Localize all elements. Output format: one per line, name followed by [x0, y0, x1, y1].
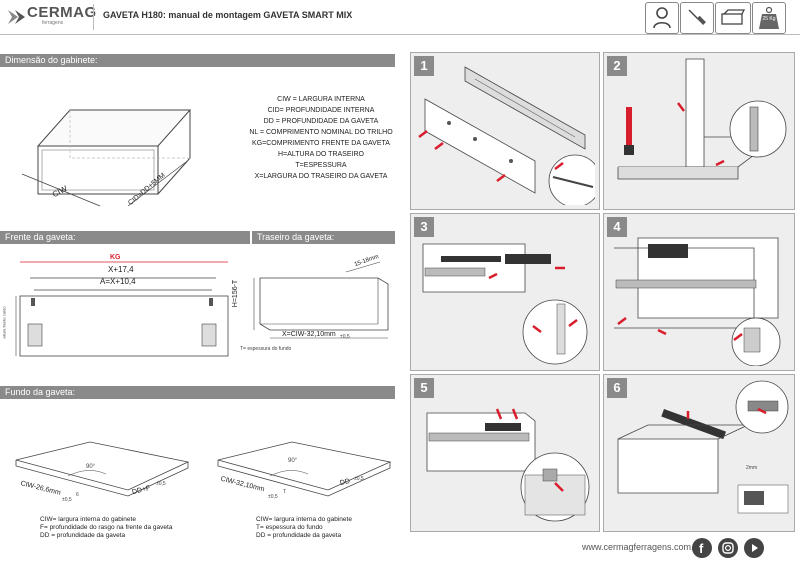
step-2-illustration — [617, 58, 787, 180]
footer-url[interactable]: www.cermagferragens.com.br — [582, 542, 702, 552]
section-bottom-bar: Fundo da gaveta: — [0, 386, 395, 399]
legend-line-8: X=LARGURA DO TRASEIRO DA GAVETA — [254, 173, 388, 180]
section-cabinet-title: Dimensão do gabinete: — [5, 55, 98, 65]
step-3-illustration — [422, 243, 588, 365]
drawer-icon-box — [715, 2, 751, 34]
step-4-number: 4 — [607, 217, 627, 237]
bottom-left-legend-3: DD = profundidade da gaveta — [40, 532, 126, 539]
weight-icon — [759, 6, 779, 29]
legend-line-2: CID= PROFUNDIDADE INTERNA — [267, 107, 375, 114]
document-title: GAVETA H180: manual de montagem GAVETA S… — [103, 10, 353, 20]
bottom-right-diagram — [217, 441, 392, 497]
front-a-label: A=X+10,4 — [100, 277, 136, 286]
step-1-illustration — [418, 66, 595, 205]
section-front-title: Frente da gaveta: — [5, 232, 76, 242]
step-6-illustration — [617, 380, 789, 514]
bottom-left-angle: 90° — [86, 464, 96, 470]
step-5-panel: 5 — [410, 374, 600, 532]
back-width-tol: ±0,5 — [340, 334, 350, 340]
front-kg-label: KG — [110, 254, 121, 261]
step-2-panel: 2 — [603, 52, 795, 210]
bottom-right-legend-1: CIW= largura interna do gabinete — [256, 516, 352, 523]
section-back-bar: Traseiro da gaveta: — [252, 231, 395, 244]
step-5-illustration — [426, 408, 590, 522]
step-1-panel: 1 — [410, 52, 600, 210]
step-6-panel: 6 2mm — [603, 374, 795, 532]
step-3-panel: 3 — [410, 213, 600, 371]
brand-subtitle: ferragens — [42, 20, 64, 26]
screwdriver-icon — [688, 9, 706, 25]
person-icon-box — [645, 2, 679, 34]
youtube-icon[interactable] — [744, 538, 764, 558]
bottom-left-depth-tol: ±0,5 — [156, 481, 166, 487]
bottom-left-diagram — [15, 441, 190, 497]
bottom-right-depth-tol: ±0,5 — [354, 476, 364, 482]
step-1-number: 1 — [414, 56, 434, 76]
bottom-right-t: T — [283, 489, 287, 495]
instagram-icon[interactable] — [718, 538, 738, 558]
front-x-plus-label: X+17,4 — [108, 265, 134, 274]
legend-line-3: DD = PROFUNDIDADE DA GAVETA — [263, 118, 379, 125]
cabinet-legend: CIW = LARGURA INTERNA CID= PROFUNDIDADE … — [226, 94, 416, 182]
drawer-icon — [721, 9, 746, 25]
step-2-number: 2 — [607, 56, 627, 76]
step-3-number: 3 — [414, 217, 434, 237]
bottom-right-angle: 90° — [288, 458, 298, 464]
section-front-bar: Frente da gaveta: — [0, 231, 250, 244]
bottom-left-width-tol: ±0,5 — [62, 497, 72, 503]
bottom-left-f: 6 — [76, 492, 79, 498]
brand-name: CERMAG — [27, 4, 97, 21]
bottom-left-legend-1: CIW= largura interna do gabinete — [40, 516, 136, 523]
header-divider — [93, 4, 94, 30]
step-6-number: 6 — [607, 378, 627, 398]
legend-line-4: NL = COMPRIMENTO NOMINAL DO TRILHO — [249, 129, 393, 136]
facebook-icon[interactable]: f — [692, 538, 712, 558]
step-4-panel: 4 — [603, 213, 795, 371]
person-icon — [653, 7, 671, 29]
front-side-note: altura frente canto — [1, 306, 7, 339]
back-note: T= espessura do fundo — [240, 346, 292, 352]
cabinet-diagram — [21, 109, 192, 207]
bottom-left-legend: CIW= largura interna do gabinete F= prof… — [40, 516, 172, 540]
section-bottom-title: Fundo da gaveta: — [5, 387, 76, 397]
drawer-back-diagram — [253, 261, 389, 339]
bottom-right-legend-3: DD = profundidade da gaveta — [256, 532, 342, 539]
header — [0, 0, 800, 35]
bottom-right-legend: CIW= largura interna do gabinete T= espe… — [256, 516, 352, 540]
section-cabinet-bar: Dimensão do gabinete: — [0, 54, 395, 67]
back-height-label: H=156-T — [232, 279, 240, 308]
step-5-number: 5 — [414, 378, 434, 398]
legend-line-5: KG=COMPRIMENTO FRENTE DA GAVETA — [252, 140, 390, 147]
back-width-label: X=CIW-32,10mm — [282, 331, 336, 338]
svg-text:f: f — [699, 541, 704, 556]
legend-line-7: T=ESPESSURA — [295, 162, 347, 169]
bottom-right-legend-2: T= espessura do fundo — [256, 524, 323, 531]
step-4-illustration — [614, 237, 781, 366]
step-6-note: 2mm — [746, 465, 758, 471]
section-back-title: Traseiro da gaveta: — [257, 232, 335, 242]
legend-line-1: CIW = LARGURA INTERNA — [277, 96, 365, 103]
weight-label: 25 Kg — [762, 16, 776, 22]
screwdriver-icon-box — [680, 2, 714, 34]
weight-icon-box: 25 Kg — [752, 2, 786, 34]
bottom-left-legend-2: F= profundidade do rasgo na frente da ga… — [40, 524, 173, 531]
legend-line-6: H=ALTURA DO TRASEIRO — [278, 151, 364, 158]
drawer-front-diagram — [15, 261, 229, 357]
cermag-logo-icon — [8, 10, 25, 24]
bottom-right-width-tol: ±0,5 — [268, 494, 278, 500]
